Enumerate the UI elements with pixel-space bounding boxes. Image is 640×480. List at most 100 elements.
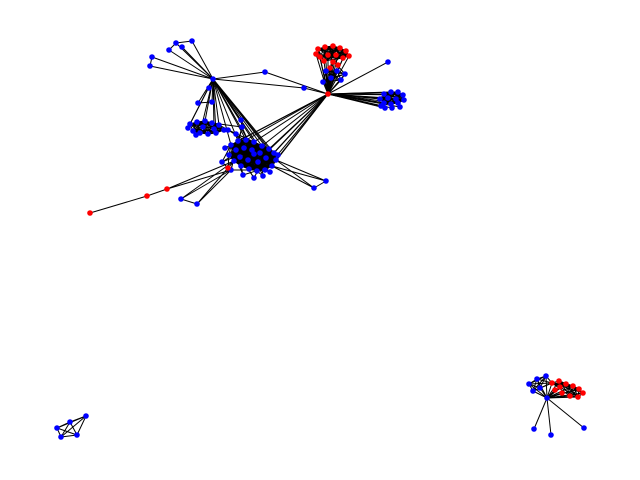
graph-edge	[212, 78, 239, 142]
graph-node-red	[164, 186, 170, 192]
graph-edge	[212, 78, 305, 89]
graph-node-blue	[54, 425, 60, 431]
graph-node-blue	[526, 381, 532, 387]
graph-edge	[151, 56, 214, 80]
graph-edge	[325, 70, 329, 95]
graph-edge	[327, 70, 338, 95]
graph-node-blue	[323, 68, 329, 74]
graph-edge	[327, 93, 404, 96]
graph-node-blue	[581, 425, 587, 431]
graph-node-blue	[323, 178, 329, 184]
graph-edge	[327, 93, 382, 107]
graph-node-blue	[400, 92, 406, 98]
graph-node-blue	[216, 122, 222, 128]
graph-node-blue	[311, 185, 317, 191]
graph-node-blue	[301, 85, 307, 91]
graph-edge	[248, 93, 329, 170]
graph-edge	[230, 144, 244, 176]
graph-node-red	[552, 387, 558, 393]
graph-edge	[212, 78, 220, 126]
graph-node-blue	[222, 145, 228, 151]
graph-node-blue	[237, 154, 243, 160]
graph-node-blue	[231, 158, 237, 164]
graph-edge	[546, 397, 552, 436]
graph-node-blue	[251, 151, 257, 157]
graph-node-red	[330, 43, 336, 49]
graph-node-red	[325, 91, 331, 97]
graph-edge	[545, 375, 548, 399]
graph-edge	[181, 46, 214, 80]
graph-node-red	[225, 165, 231, 171]
graph-edge	[192, 124, 220, 132]
graph-node-blue	[206, 85, 212, 91]
graph-edge	[166, 169, 232, 190]
graph-edge	[60, 415, 87, 438]
graph-node-red	[549, 380, 555, 386]
graph-edge	[558, 380, 571, 397]
graph-node-red	[87, 210, 93, 216]
graph-edge	[532, 375, 547, 392]
graph-node-blue	[395, 89, 401, 95]
graph-node-blue	[275, 152, 281, 158]
graph-edge	[168, 49, 214, 80]
graph-node-blue	[266, 146, 272, 152]
graph-node-red	[343, 48, 349, 54]
graph-edge	[303, 87, 329, 95]
graph-node-red	[580, 390, 586, 396]
graph-node-red	[337, 45, 343, 51]
graph-edge	[319, 45, 334, 58]
graph-edge	[528, 383, 548, 399]
graph-node-red	[333, 52, 339, 58]
graph-node-red	[575, 394, 581, 400]
graph-node-blue	[378, 103, 384, 109]
graph-node-blue	[254, 168, 260, 174]
graph-node-blue	[381, 91, 387, 97]
graph-node-blue	[377, 96, 383, 102]
graph-node-blue	[241, 145, 247, 151]
graph-edge	[261, 93, 329, 147]
graph-edge	[533, 397, 548, 430]
graph-node-blue	[342, 71, 348, 77]
graph-edge	[69, 415, 87, 423]
graph-edge	[212, 78, 242, 121]
graph-node-blue	[209, 99, 215, 105]
graph-edge	[245, 93, 329, 141]
graph-node-blue	[262, 69, 268, 75]
graph-node-blue	[190, 128, 196, 134]
graph-node-blue	[147, 63, 153, 69]
graph-node-blue	[401, 97, 407, 103]
graph-edge	[256, 93, 329, 172]
graph-node-red	[570, 383, 576, 389]
graph-node-blue	[225, 127, 231, 133]
graph-node-blue	[530, 388, 536, 394]
graph-node-blue	[185, 125, 191, 131]
graph-node-blue	[179, 44, 185, 50]
graph-node-blue	[543, 373, 549, 379]
graph-node-blue	[269, 163, 275, 169]
graph-node-blue	[320, 79, 326, 85]
graph-edge	[546, 386, 561, 399]
graph-node-red	[321, 58, 327, 64]
graph-node-blue	[273, 157, 279, 163]
graph-edge	[76, 415, 87, 436]
graph-node-blue	[194, 119, 200, 125]
graph-node-blue	[251, 175, 257, 181]
graph-node-blue	[189, 38, 195, 44]
graph-node-blue	[397, 104, 403, 110]
graph-edge	[212, 78, 277, 161]
graph-node-blue	[210, 76, 216, 82]
graph-node-red	[317, 54, 323, 60]
graph-edge	[319, 47, 341, 58]
graph-node-red	[567, 393, 573, 399]
graph-node-blue	[238, 163, 244, 169]
graph-edge	[221, 147, 245, 163]
graph-node-blue	[221, 127, 227, 133]
graph-edge	[191, 40, 214, 80]
graph-edge	[212, 71, 266, 80]
graph-node-blue	[193, 132, 199, 138]
graph-edge	[315, 53, 329, 95]
graph-node-red	[556, 378, 562, 384]
graph-node-blue	[209, 120, 215, 126]
graph-node-blue	[328, 75, 334, 81]
graph-node-blue	[255, 159, 261, 165]
